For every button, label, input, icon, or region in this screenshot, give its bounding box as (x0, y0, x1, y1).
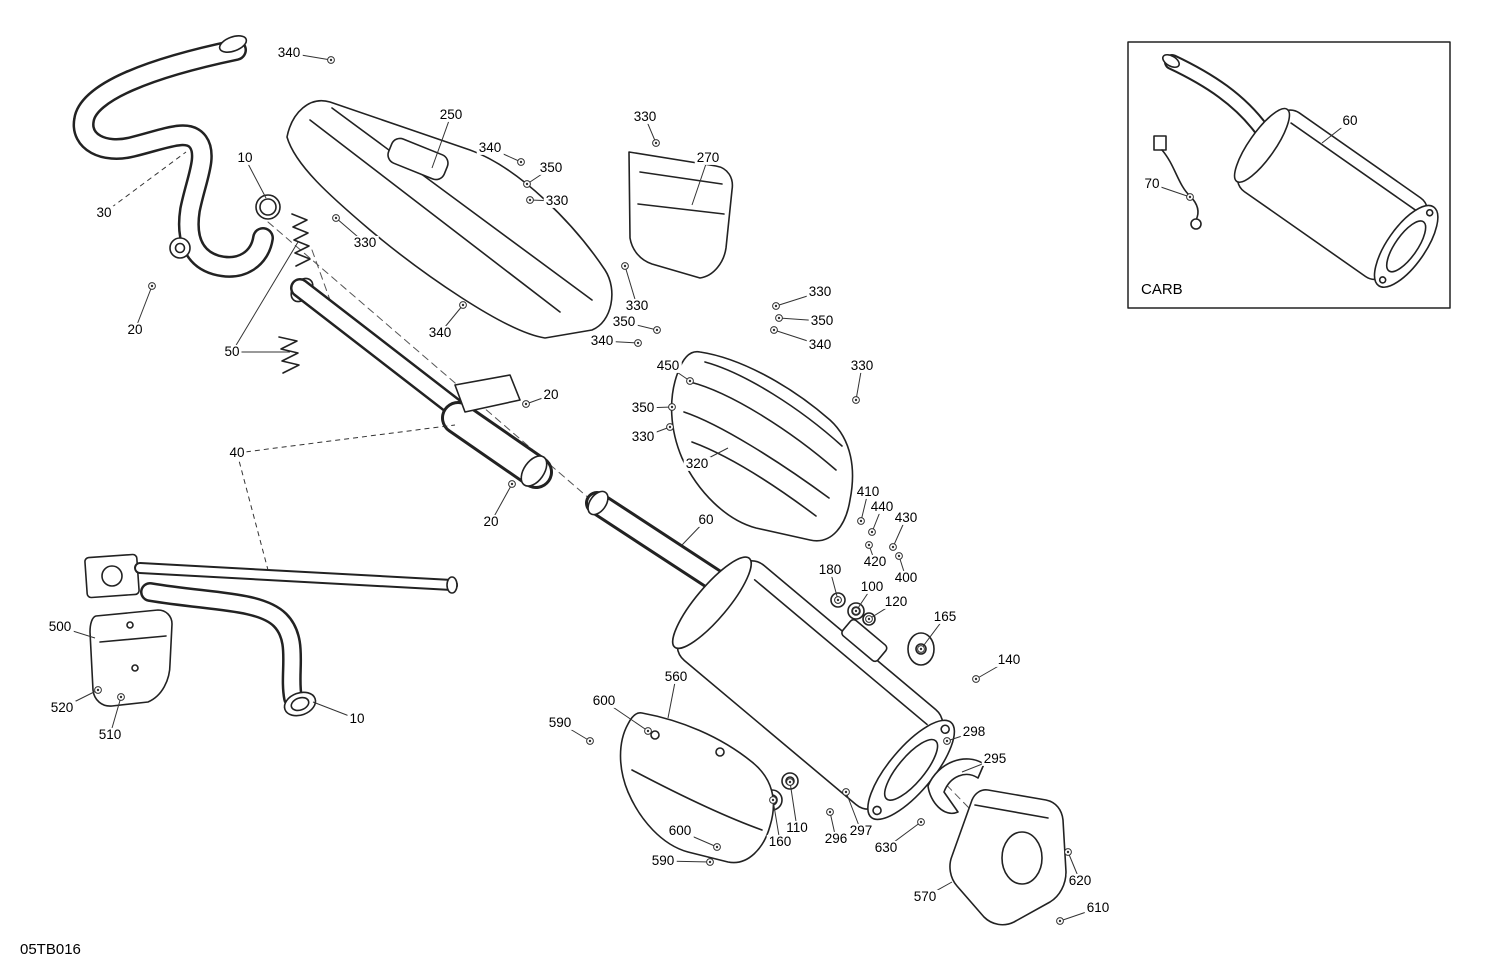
manifold-boss-hole (174, 242, 186, 254)
heat-shield-250-rib1 (309, 119, 561, 313)
shield-500-rib (99, 635, 167, 643)
carb-muffler-body (1233, 107, 1439, 288)
lower-shield-560 (619, 712, 775, 864)
heat-shield-270 (628, 151, 734, 279)
heat-shield-270-rib2 (637, 203, 725, 215)
header-pipe-flange (218, 35, 248, 53)
heat-shield-320-rib2 (689, 381, 837, 471)
shield-500 (89, 609, 173, 707)
spring-upper (291, 213, 311, 267)
lower-thin-pipe-fill (136, 564, 456, 589)
header-pipe-fill (75, 41, 272, 276)
mid-pipe-bracket (454, 374, 521, 413)
lower-shield-hole1 (650, 730, 660, 740)
carb-sensor-connector (1153, 135, 1167, 151)
end-cap-570 (949, 789, 1067, 926)
end-cap-570-hole (1001, 831, 1043, 885)
lower-pipe-flange (84, 553, 140, 599)
gasket-ring-lower (283, 691, 317, 717)
carb-sensor-tip (1190, 218, 1202, 230)
main-assembly-art (72, 35, 1067, 926)
spring-lower (278, 336, 300, 374)
heat-shield-320-rib3 (683, 411, 830, 499)
heat-shield-320-rib4 (691, 441, 817, 517)
carb-sensor-wire (1161, 149, 1199, 221)
carb-pipe-flange (1162, 53, 1180, 69)
heat-shield-320-rib1 (704, 361, 843, 447)
shield-500-hole2 (131, 664, 139, 672)
shield-500-hole1 (126, 621, 134, 629)
heat-shield-250-rib2 (331, 107, 593, 301)
washer-165-hole (915, 643, 927, 655)
lower-pipe-flange-hole (101, 565, 123, 587)
gasket-ring-upper-inner (259, 198, 277, 216)
inlet-pipe-end (587, 490, 609, 516)
heat-shield-320 (670, 350, 854, 542)
carb-pipe-fill (1166, 56, 1268, 136)
gasket-ring-lower-inner (290, 696, 310, 712)
end-cap-570-line (974, 804, 1049, 819)
lower-thin-pipe-end (446, 576, 458, 594)
heat-shield-270-rib1 (639, 171, 723, 185)
muffler-body (671, 556, 956, 821)
bushing-100-hole (851, 606, 861, 616)
manifold-boss (169, 237, 191, 259)
lower-shield-560-band (631, 769, 763, 831)
inlet-pipe-fill (588, 494, 739, 599)
tail-pipe-fill (142, 584, 301, 706)
mid-pipe-muffler-fill (444, 404, 550, 486)
carb-inset (1127, 41, 1451, 309)
diagram-code: 05TB016 (20, 941, 81, 958)
heat-shield-250 (286, 99, 613, 339)
mid-pipe-end (520, 455, 548, 487)
carb-inset-label: CARB (1141, 281, 1183, 298)
lower-shield-hole2 (715, 747, 725, 757)
bracket-295 (927, 758, 985, 815)
carb-inset-border (1127, 41, 1451, 309)
heat-shield-250-slot (387, 137, 449, 181)
